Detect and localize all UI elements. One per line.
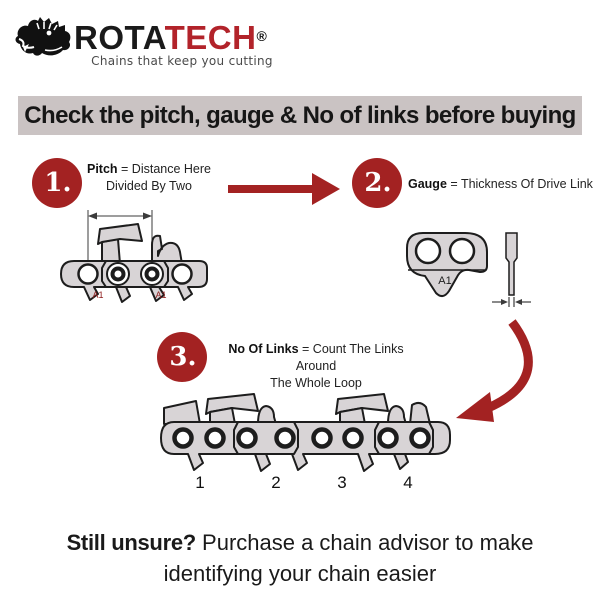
drive-link-side-view	[505, 232, 518, 296]
cutter-partial-right	[409, 401, 431, 425]
boar-logo-icon	[15, 17, 71, 56]
cutter-left-top-plate	[97, 223, 143, 245]
step-1-caption: Pitch = Distance Here Divided By Two	[78, 161, 220, 195]
loop-count-4: 4	[403, 473, 412, 492]
step-1-badge: 1.	[32, 158, 82, 208]
step-2-caption: Gauge = Thickness Of Drive Link	[408, 176, 593, 193]
loop-count-1: 1	[195, 473, 204, 492]
rivets	[172, 427, 431, 449]
step-3-badge: 3.	[157, 332, 207, 382]
cutter-b-spur	[387, 405, 407, 425]
loop-count-labels: 1 2 3 4	[195, 473, 412, 492]
footer-line-1: Still unsure? Purchase a chain advisor t…	[66, 530, 534, 555]
step-3-caption: No Of Links = Count The Links Around The…	[210, 341, 422, 392]
drive-link-diagram: A1	[406, 232, 531, 307]
brand-black: ROTA	[74, 19, 165, 56]
link-stamp: A1	[92, 290, 103, 300]
step-2-line-1: Gauge = Thickness Of Drive Link	[408, 177, 593, 191]
pitch-chain-diagram: A1 A1	[60, 210, 208, 303]
loop-count-3: 3	[337, 473, 346, 492]
cutter-partial-left	[163, 400, 201, 425]
arrow-curved-icon	[456, 319, 533, 422]
headline-text: Check the pitch, gauge & No of links bef…	[24, 101, 576, 129]
step-3-line-2: The Whole Loop	[270, 376, 362, 390]
step-3-line-1: No Of Links = Count The Links Around	[228, 342, 404, 373]
brand-tagline: Chains that keep you cutting	[91, 54, 273, 68]
gauge-dimension-arrows	[492, 297, 531, 307]
rivets	[77, 262, 193, 286]
brand-red: TECH	[164, 19, 257, 56]
loop-count-2: 2	[271, 473, 280, 492]
step-1-line-2: Divided By Two	[106, 179, 192, 193]
chain-loop-diagram: 1 2 3 4	[160, 393, 451, 492]
link-stamp: A1	[155, 290, 166, 300]
registered-mark: ®	[256, 28, 267, 44]
step-2-badge: 2.	[352, 158, 402, 208]
link-stamp: A1	[438, 275, 451, 287]
arrow-right-icon	[228, 173, 340, 205]
cutter-a-spur	[257, 405, 277, 425]
footer-line-2: identifying your chain easier	[163, 561, 437, 586]
headline-banner: Check the pitch, gauge & No of links bef…	[18, 96, 582, 135]
footer-note: Still unsure? Purchase a chain advisor t…	[0, 527, 600, 589]
cutter-right	[151, 234, 183, 265]
brand-wordmark: ROTATECH®	[74, 21, 267, 54]
step-1-line-1: Pitch = Distance Here	[86, 162, 212, 176]
